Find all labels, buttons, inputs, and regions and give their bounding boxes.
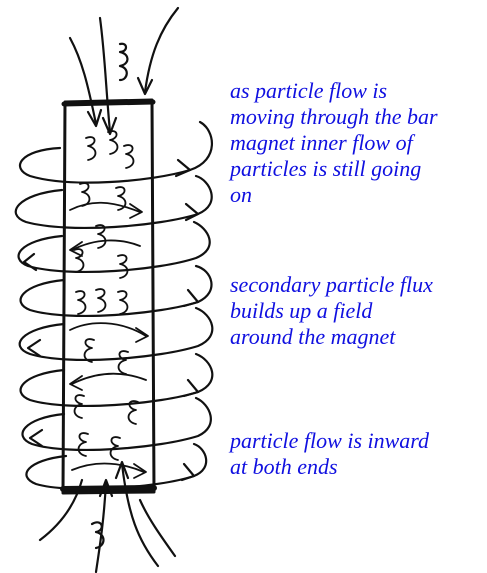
annotation-secondary-flux: secondary particle flux builds up a fiel…	[230, 272, 433, 350]
annotation-line: around the magnet	[230, 324, 396, 349]
secondary-flux-loops	[14, 120, 214, 491]
annotation-line: secondary particle flux	[230, 272, 433, 297]
top-inflow-arrows	[68, 6, 180, 136]
bar-magnet-outline	[61, 98, 156, 495]
annotation-line: magnet inner flow of	[230, 130, 413, 155]
annotation-line: as particle flow is	[230, 78, 388, 103]
bottom-inflow-arrows	[38, 460, 177, 573]
annotation-line: builds up a field	[230, 298, 373, 323]
annotation-inward-flow: particle flow is inward at both ends	[230, 428, 429, 480]
annotation-line: particles is still going	[230, 156, 422, 181]
annotation-line: moving through the bar	[230, 104, 438, 129]
annotation-line: on	[230, 182, 252, 207]
annotation-inner-flow: as particle flow is moving through the b…	[230, 78, 438, 208]
inner-flow-arrows	[69, 201, 149, 479]
annotation-line: at both ends	[230, 454, 338, 479]
annotation-line: particle flow is inward	[230, 428, 430, 453]
